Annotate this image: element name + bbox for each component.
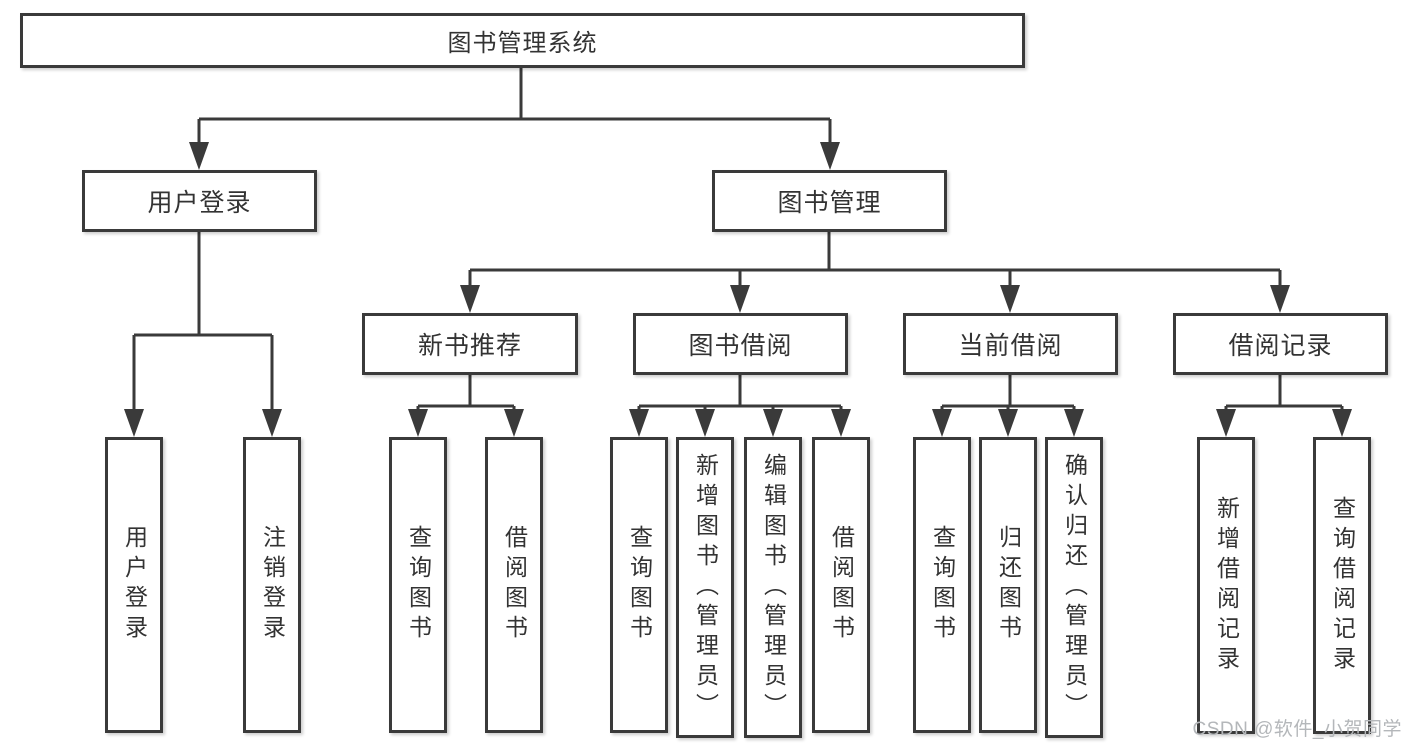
node-library-system: 图书管理系统 bbox=[20, 13, 1025, 68]
node-user-login: 用户登录 bbox=[82, 170, 317, 232]
leaf-cb-return-books: 归还图书 bbox=[979, 437, 1037, 733]
node-book-management: 图书管理 bbox=[712, 170, 947, 232]
leaf-bb-edit-books-admin: 编辑图书（管理员） bbox=[744, 437, 802, 738]
arrowhead-icons bbox=[124, 142, 1352, 437]
leaf-cb-query-books: 查询图书 bbox=[913, 437, 971, 733]
leaf-nb-query-books: 查询图书 bbox=[389, 437, 447, 733]
node-new-book-recommend: 新书推荐 bbox=[362, 313, 578, 375]
leaf-br-add-record: 新增借阅记录 bbox=[1197, 437, 1255, 734]
leaf-user-login: 用户登录 bbox=[105, 437, 163, 733]
leaf-br-query-record: 查询借阅记录 bbox=[1313, 437, 1371, 734]
node-book-borrow: 图书借阅 bbox=[633, 313, 848, 375]
watermark: CSDN @软件_小贺同学 bbox=[1192, 719, 1402, 740]
node-borrow-records: 借阅记录 bbox=[1173, 313, 1388, 375]
connector-path bbox=[132, 68, 1344, 431]
leaf-bb-borrow-books: 借阅图书 bbox=[812, 437, 870, 733]
leaf-logout-login: 注销登录 bbox=[243, 437, 301, 733]
leaf-bb-add-books-admin: 新增图书（管理员） bbox=[676, 437, 734, 738]
node-current-borrow: 当前借阅 bbox=[903, 313, 1118, 375]
leaf-nb-borrow-books: 借阅图书 bbox=[485, 437, 543, 733]
leaf-bb-query-books: 查询图书 bbox=[610, 437, 668, 733]
leaf-cb-confirm-return-admin: 确认归还（管理员） bbox=[1045, 437, 1103, 738]
